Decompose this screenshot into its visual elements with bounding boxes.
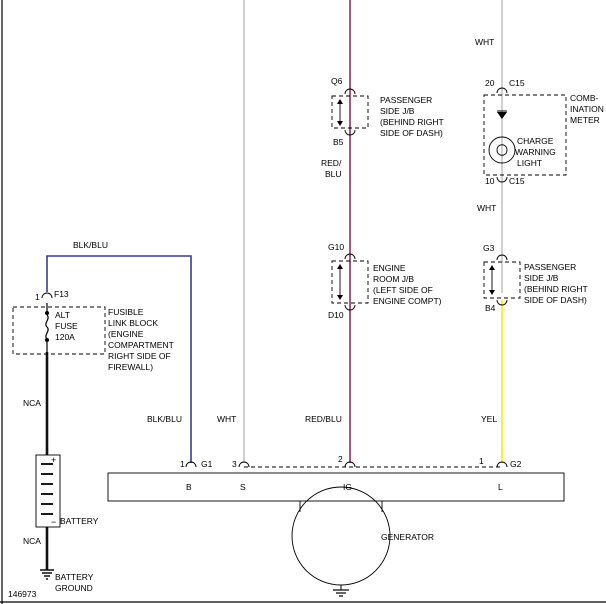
pin-c15-20 [496, 87, 508, 94]
connector-pin-g2-3: 3 [232, 459, 237, 469]
wire-label-blk-blu-top: BLK/BLU [73, 240, 108, 250]
fusible-link-line-2: LINK BLOCK [108, 318, 158, 328]
alt-fuse-icon [45, 303, 49, 352]
fusible-link-line-4: COMPARTMENT [108, 340, 174, 350]
passenger-jb-box-2 [483, 261, 521, 299]
connector-label-c15-bottom: C15 [509, 176, 525, 186]
wire-label-wht-s: WHT [217, 414, 236, 424]
battery-ground-line-1: BATTERY [55, 572, 94, 582]
passenger-jb-1-line-2: SIDE J/B [380, 106, 415, 116]
battery-ground-icon [40, 569, 54, 580]
combination-meter-line-2: INATION [570, 104, 604, 114]
connector-pin-g2-1: 1 [479, 456, 484, 466]
connector-label-g3: G3 [483, 243, 495, 253]
passenger-jb-2-line-1: PASSENGER [524, 262, 576, 272]
fusible-link-line-5: RIGHT SIDE OF [108, 351, 171, 361]
connector-pin-g1-1: 1 [180, 459, 185, 469]
wire-label-wht-mid: WHT [477, 203, 496, 213]
jumper-icon-q6-b5 [337, 88, 356, 136]
pin-c15-10 [496, 176, 508, 183]
engine-room-jb-line-1: ENGINE [373, 263, 406, 273]
passenger-jb-2-line-2: SIDE J/B [524, 273, 559, 283]
charge-light-line-1: CHARGE [517, 136, 554, 146]
fusible-link-line-3: (ENGINE [108, 329, 144, 339]
engine-room-jb-line-4: ENGINE COMPT) [373, 296, 442, 306]
terminal-s-label: S [240, 482, 246, 492]
wire-label-blk-blu-bottom: BLK/BLU [147, 414, 182, 424]
blk-blu-wire [46, 255, 192, 463]
connector-label-g1: G1 [201, 459, 213, 469]
terminal-l-label: L [498, 482, 503, 492]
connector-pin-g2-2: 2 [338, 454, 343, 464]
generator-label: GENERATOR [381, 532, 434, 542]
connector-label-q6: Q6 [331, 76, 343, 86]
pin-g2-l [496, 461, 508, 468]
passenger-jb-2-line-4: SIDE OF DASH) [524, 295, 587, 305]
wire-label-wht-top: WHT [475, 37, 494, 47]
connector-label-b4: B4 [485, 303, 496, 313]
connector-label-c15-top: C15 [509, 78, 525, 88]
terminal-b-label: B [186, 482, 192, 492]
fusible-link-line-6: FIREWALL) [108, 362, 153, 372]
battery-plus-sign: + [51, 455, 56, 465]
generator-terminal-block [107, 472, 565, 502]
alt-fuse-line-2: FUSE [55, 321, 78, 331]
wire-label-red-blu-top-2: BLU [325, 169, 342, 179]
passenger-jb-1-line-1: PASSENGER [380, 95, 432, 105]
diode-icon [497, 110, 507, 119]
jumper-icon-g10-d10 [337, 253, 356, 311]
jumper-icon-g3-b4 [489, 254, 508, 306]
passenger-jb-box-1 [331, 95, 369, 129]
engine-room-jb-line-3: (LEFT SIDE OF [373, 285, 433, 295]
combination-meter-box [483, 94, 567, 176]
wire-label-nca-top: NCA [23, 398, 41, 408]
connector-pins-bottom [185, 461, 508, 468]
pin-g2-s [238, 461, 250, 468]
wire-label-red-blu-bottom: RED/BLU [305, 414, 342, 424]
engine-room-jb-box [331, 260, 369, 304]
passenger-jb-2-line-3: (BEHIND RIGHT [524, 284, 588, 294]
figure-id: 146973 [8, 589, 37, 599]
battery-box [35, 454, 61, 528]
pin-g1 [185, 461, 197, 468]
battery-ground-line-2: GROUND [55, 583, 93, 593]
connector-pin-c15-20: 20 [485, 78, 495, 88]
connector-label-g2: G2 [510, 459, 522, 469]
engine-room-jb-line-2: ROOM J/B [373, 274, 414, 284]
battery-cells-icon [41, 463, 53, 515]
connector-pin-c15-10: 10 [485, 176, 495, 186]
battery-label: BATTERY [60, 516, 99, 526]
connector-pin-f13-1: 1 [35, 292, 40, 302]
connector-pins-c15 [496, 87, 508, 183]
alt-fuse-line-1: ALT [55, 310, 70, 320]
alt-fuse-line-3: 120A [55, 332, 75, 342]
generator-neck [299, 501, 383, 512]
combination-meter-line-3: METER [570, 115, 600, 125]
terminal-ig-label: IG [343, 482, 352, 492]
passenger-jb-1-line-4: SIDE OF DASH) [380, 128, 443, 138]
pin-f13 [41, 292, 53, 299]
fusible-link-line-1: FUSIBLE [108, 307, 144, 317]
connector-label-g10: G10 [328, 242, 344, 252]
battery-minus-sign: − [51, 517, 56, 527]
fusible-link-block-box [12, 306, 106, 355]
combination-meter-line-1: COMB- [570, 93, 599, 103]
wire-label-yel: YEL [481, 414, 497, 424]
connector-label-b5: B5 [333, 137, 344, 147]
charge-warning-light-icon [488, 136, 516, 164]
generator-circle [291, 486, 391, 586]
charge-light-line-2: WARNING [515, 147, 556, 157]
pin-g2-ig [344, 461, 356, 468]
generator-ground-icon [333, 589, 349, 597]
connector-label-f13: F13 [54, 289, 69, 299]
passenger-jb-1-line-3: (BEHIND RIGHT [380, 117, 444, 127]
connector-label-d10: D10 [328, 310, 344, 320]
charge-light-line-3: LIGHT [517, 158, 542, 168]
wire-label-red-blu-top-1: RED/ [321, 158, 342, 168]
wire-label-nca-bottom: NCA [23, 536, 41, 546]
